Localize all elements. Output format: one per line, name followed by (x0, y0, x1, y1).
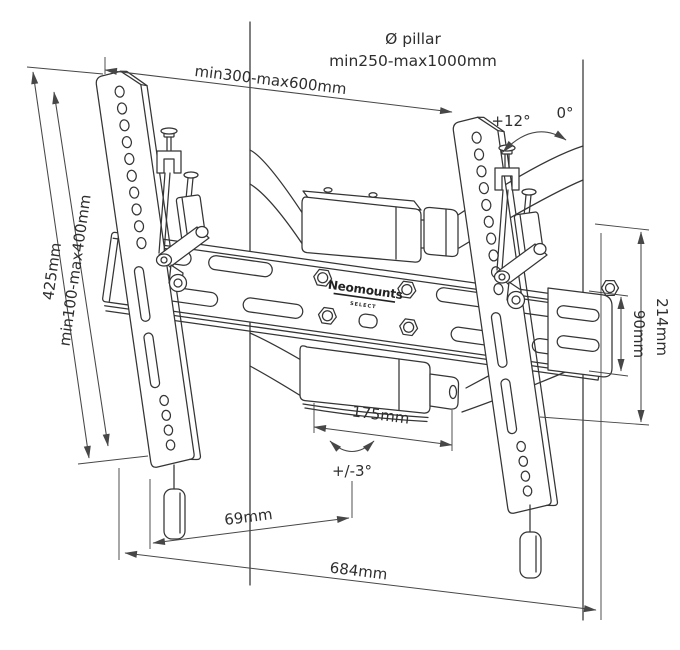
mount-width-label: min300-max600mm (194, 62, 348, 98)
extension-plate-pivot-nut (600, 279, 620, 297)
dimension-extension-lines (26, 57, 650, 620)
total-width-label: 684mm (329, 559, 389, 584)
dim-swivel-angle: +/-3° (329, 440, 375, 480)
right-strap-handle (519, 504, 542, 579)
plate-height-label: 90mm (630, 310, 648, 358)
dim-profile-depth: 69mm (152, 505, 350, 545)
profile-depth-label: 69mm (223, 505, 273, 529)
dim-arm-height: 214mm (637, 231, 671, 423)
dim-pillar-diameter: Ø pillar min250-max1000mm (329, 30, 497, 70)
swivel-label: +/-3° (332, 462, 372, 480)
bottom-clamp-box (299, 345, 460, 423)
pillar-diameter-range: min250-max1000mm (329, 52, 497, 70)
arm-height-label: 214mm (653, 298, 671, 356)
brand-series: SELECT (350, 301, 377, 311)
bracket-height-label: 425mm (39, 241, 65, 301)
dim-plate-height: 90mm (617, 296, 648, 372)
dim-tilt-angle: +12° 0° (491, 104, 574, 153)
rail-hex-bolts (313, 268, 419, 337)
top-clamp-box (301, 187, 459, 263)
tilt-max-label: +12° (491, 112, 530, 130)
left-strap-handle (163, 464, 186, 540)
tilt-zero-label: 0° (556, 104, 573, 122)
extension-plate (547, 287, 613, 378)
pillar-diameter-title: Ø pillar (385, 30, 441, 48)
